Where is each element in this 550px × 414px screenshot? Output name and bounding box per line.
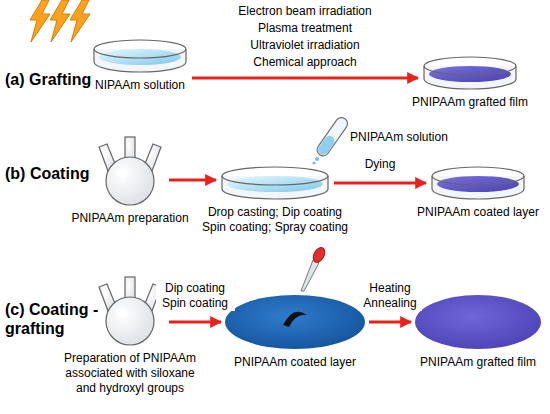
reagent-label: PNIPAAm solution: [350, 130, 448, 144]
dropper: [301, 246, 327, 291]
dish-content: [429, 66, 511, 82]
film-figure: PNIPAAm grafted film: [415, 293, 541, 351]
method-text: Plasma treatment: [258, 21, 352, 35]
panel-title: (b) Coating: [5, 164, 89, 183]
flask-glass: [99, 277, 161, 345]
film-figure: PNIPAAm coated layer: [225, 293, 365, 351]
node-graphic: [95, 135, 165, 207]
node-graphic: [220, 165, 330, 201]
lightning-bolt: [50, 0, 70, 42]
node-graphic: [422, 55, 518, 91]
node-caption: PNIPAAm grafted film: [412, 95, 528, 110]
node-caption: PNIPAAm grafted film: [420, 355, 536, 370]
petri-dish: PNIPAAm coated layer: [430, 165, 526, 201]
dish-content: [227, 176, 323, 192]
dish-rim: [424, 57, 516, 75]
flask-figure: Preparation of PNIPAAm associated with s…: [95, 275, 165, 347]
node-caption: PNIPAAm preparation: [71, 211, 188, 226]
method-text: Electron beam irradiation: [238, 4, 371, 18]
dish-wall: [222, 176, 328, 199]
test-tube: [315, 115, 350, 158]
glass-highlight: [116, 309, 128, 317]
film-disk: [225, 295, 365, 349]
panel-title: (c) Coating -grafting: [5, 300, 100, 338]
node-caption: Preparation of PNIPAAm associated with s…: [58, 351, 203, 396]
node-graphic: [430, 165, 526, 201]
petri-dish: NIPAAm solution: [92, 38, 188, 74]
dish-content: [99, 49, 181, 65]
process-arrow: [169, 321, 221, 324]
node-caption: Drop casting; Dip coating Spin coating; …: [199, 205, 351, 235]
node-graphic: [415, 293, 541, 351]
process-arrow: [369, 321, 411, 324]
lightning-bolt: [30, 0, 50, 42]
glass-highlight: [116, 169, 128, 177]
drop-mark: [283, 312, 307, 327]
node-caption: PNIPAAm coated layer: [234, 355, 356, 370]
node-graphic: [92, 38, 188, 74]
dish-rim: [94, 40, 186, 58]
pouring-drops: [312, 157, 319, 165]
step-label: Dip coating Spin coating: [156, 281, 235, 311]
film-disk: [415, 295, 541, 349]
node-caption: PNIPAAm coated layer: [417, 205, 539, 220]
dish-wall: [424, 66, 516, 89]
node-caption: NIPAAm solution: [95, 78, 185, 93]
petri-dish: Drop casting; Dip coating Spin coating; …: [220, 165, 330, 201]
process-arrow: [169, 179, 216, 182]
node-graphic: [95, 275, 165, 347]
process-arrow: [334, 182, 426, 185]
flask-figure: PNIPAAm preparation: [95, 135, 165, 207]
method-text: Ultraviolet irradiation: [250, 38, 359, 52]
dish-content: [437, 176, 519, 192]
method-text: Chemical approach: [253, 55, 356, 69]
lightning-bolts: [30, 0, 90, 42]
petri-dish: PNIPAAm grafted film: [422, 55, 518, 91]
dish-wall: [94, 49, 186, 72]
dish-rim: [432, 167, 524, 185]
dish-wall: [432, 176, 524, 199]
dish-rim: [222, 167, 328, 185]
process-arrow: [192, 77, 418, 80]
panel-title: (a) Grafting: [5, 70, 91, 89]
step-label: Dying: [363, 157, 398, 172]
lightning-bolt: [70, 0, 90, 42]
node-graphic: [225, 293, 365, 351]
step-label: Heating Annealing: [358, 281, 422, 311]
flask-glass: [99, 137, 161, 205]
